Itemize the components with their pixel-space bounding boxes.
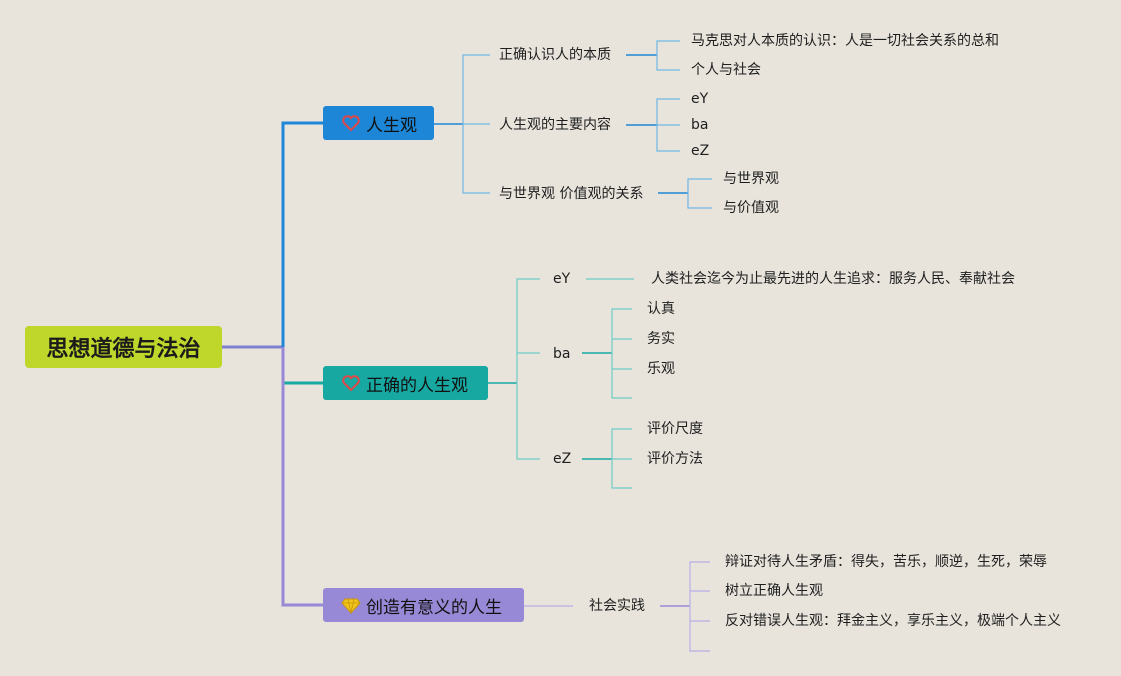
- branch-label: 人生观: [366, 115, 417, 136]
- leaf-topic[interactable]: 乐观: [647, 361, 675, 377]
- diamond-icon: [341, 595, 361, 615]
- branch-label: 创造有意义的人生: [366, 597, 502, 618]
- subtopic-relation[interactable]: 与世界观 价值观的关系: [499, 186, 644, 202]
- root-label: 思想道德与法治: [46, 337, 201, 362]
- subtopic-social-practice[interactable]: 社会实践: [589, 598, 645, 614]
- leaf-topic[interactable]: 评价方法: [647, 451, 703, 467]
- leaf-topic[interactable]: 与价值观: [723, 200, 779, 216]
- leaf-topic[interactable]: 树立正确人生观: [725, 583, 823, 599]
- heart-icon: [341, 373, 361, 393]
- branch-meaningful-life[interactable]: 创造有意义的人生: [323, 588, 524, 622]
- leaf-topic[interactable]: 反对错误人生观：拜金主义，享乐主义，极端个人主义: [725, 613, 1061, 629]
- leaf-topic[interactable]: eY: [691, 91, 709, 107]
- subtopic-ey[interactable]: eY: [553, 271, 571, 287]
- leaf-topic[interactable]: 评价尺度: [647, 421, 703, 437]
- leaf-topic[interactable]: 辩证对待人生矛盾：得失，苦乐，顺逆，生死，荣辱: [725, 554, 1047, 570]
- leaf-topic[interactable]: 人类社会迄今为止最先进的人生追求：服务人民、奉献社会: [651, 271, 1015, 287]
- leaf-topic[interactable]: 马克思对人本质的认识：人是一切社会关系的总和: [691, 33, 999, 49]
- root-topic[interactable]: 思想道德与法治: [25, 326, 222, 368]
- subtopic-human-essence[interactable]: 正确认识人的本质: [499, 47, 611, 63]
- leaf-topic[interactable]: 个人与社会: [691, 62, 761, 78]
- branch-correct-life-view[interactable]: 正确的人生观: [323, 366, 488, 400]
- branch-life-view[interactable]: 人生观: [323, 106, 434, 140]
- leaf-topic[interactable]: 务实: [647, 331, 675, 347]
- branch-label: 正确的人生观: [366, 375, 468, 396]
- leaf-topic[interactable]: ba: [691, 117, 709, 133]
- leaf-topic[interactable]: eZ: [691, 143, 710, 159]
- subtopic-ba[interactable]: ba: [553, 346, 571, 362]
- heart-icon: [341, 113, 361, 133]
- subtopic-main-content[interactable]: 人生观的主要内容: [499, 117, 611, 133]
- leaf-topic[interactable]: 认真: [647, 301, 675, 317]
- leaf-topic[interactable]: 与世界观: [723, 171, 779, 187]
- subtopic-ez[interactable]: eZ: [553, 451, 572, 467]
